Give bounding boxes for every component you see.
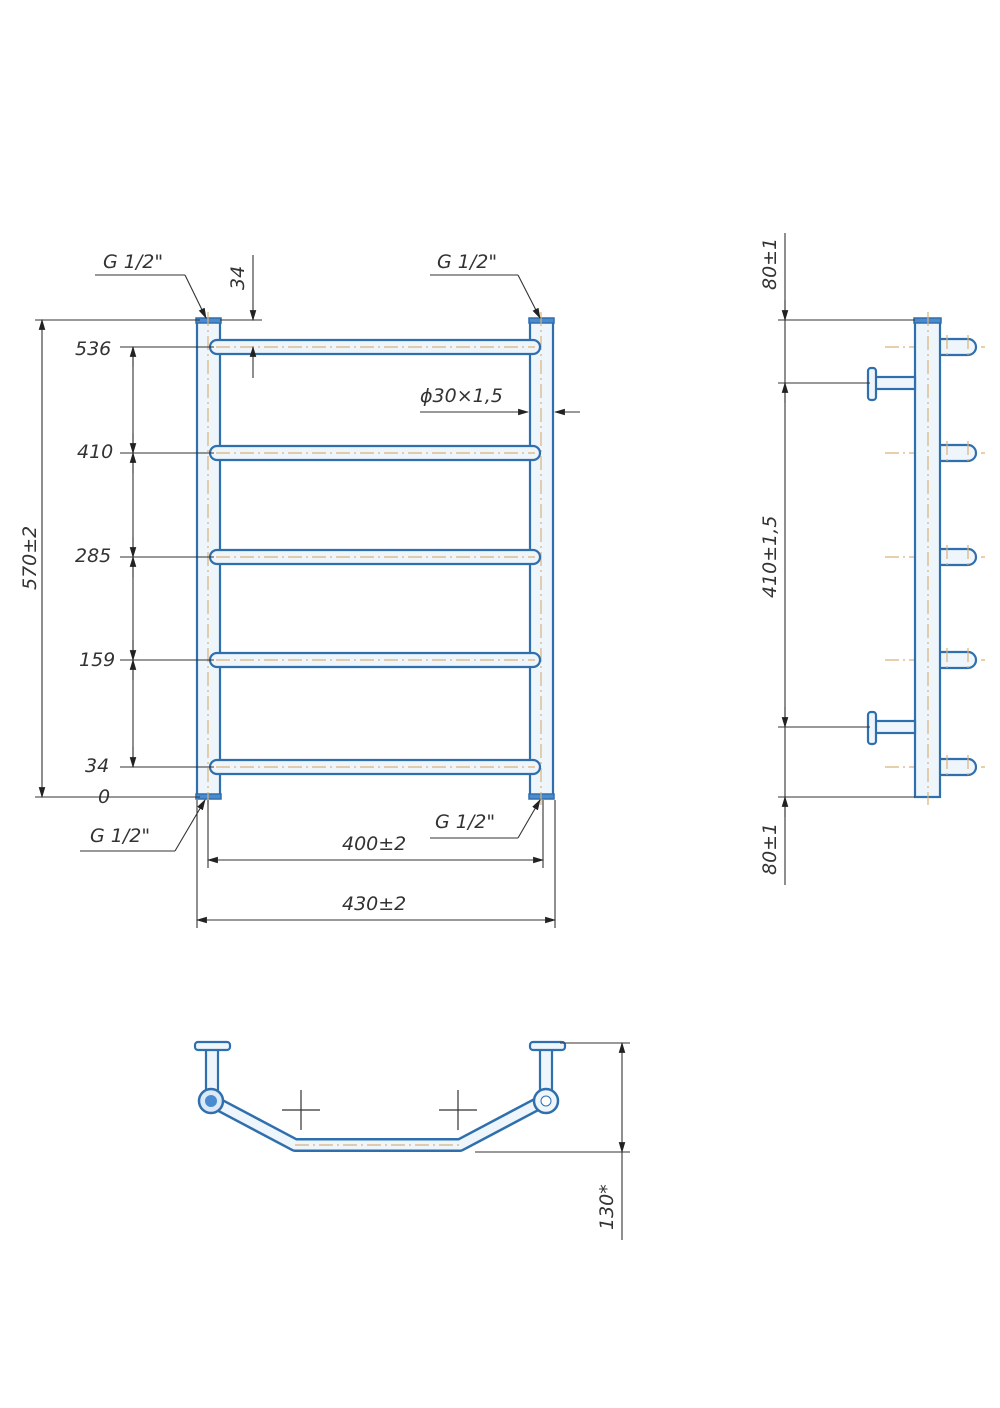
wall-bracket-bottom (866, 710, 917, 746)
side-bottom-offset: 80±1 (759, 823, 781, 875)
thread-top-left: G 1/2" (103, 251, 163, 273)
right-fitting (528, 1040, 567, 1115)
side-mount-spacing: 410±1,5 (759, 516, 781, 598)
left-fitting (193, 1040, 232, 1115)
thread-bottom-left: G 1/2" (90, 825, 150, 847)
front-view: 570±2 536 410 285 159 34 0 34 ϕ30×1,5 G … (19, 251, 580, 928)
bar-position-dims (120, 345, 214, 769)
top-offset-label: 34 (227, 266, 249, 290)
tube-spec-label: ϕ30×1,5 (420, 385, 503, 407)
depth-label: 130* (596, 1184, 618, 1230)
width-total-label: 430±2 (342, 893, 406, 915)
bar-pos-159: 159 (79, 649, 115, 671)
bar-pos-410: 410 (77, 441, 113, 463)
width-centers-label: 400±2 (342, 833, 406, 855)
bar-pos-285: 285 (75, 545, 111, 567)
thread-top-right: G 1/2" (437, 251, 497, 273)
center-mark-right (439, 1090, 477, 1130)
center-mark-left (282, 1090, 320, 1130)
thread-bottom-right: G 1/2" (435, 811, 495, 833)
side-view: 80±1 410±1,5 80±1 (759, 233, 985, 885)
bar-ends (885, 335, 985, 779)
height-total-label: 570±2 (19, 526, 41, 590)
side-top-offset: 80±1 (759, 238, 781, 290)
crossbars (208, 338, 542, 776)
bar-pos-34: 34 (85, 755, 109, 777)
wall-bracket-top (866, 366, 917, 402)
top-view: 130* (193, 1040, 630, 1240)
bar-pos-0: 0 (98, 786, 110, 808)
bar-pos-536: 536 (75, 338, 111, 360)
